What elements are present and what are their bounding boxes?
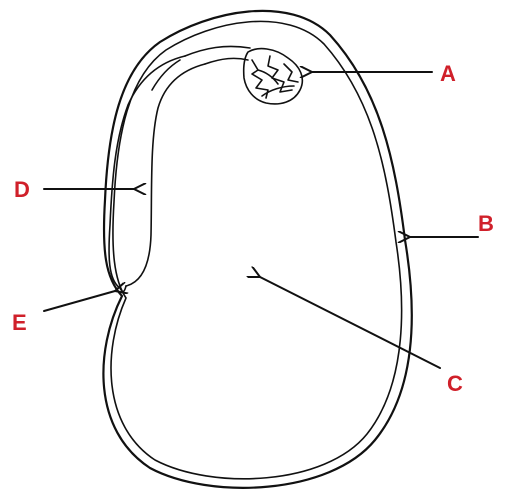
embryo-stalk-lower [205, 58, 248, 64]
radicle-inner-edge [126, 64, 205, 286]
embryo-stalk [185, 46, 250, 56]
label-e: E [12, 310, 27, 335]
seed-coat-inner [111, 21, 402, 478]
arrow-c [260, 277, 440, 368]
label-c: C [447, 371, 463, 396]
radicle [109, 56, 185, 288]
arrow-e [44, 291, 115, 311]
label-b: B [478, 211, 494, 236]
embryo-stalk-mid [152, 60, 180, 90]
plumule [244, 49, 303, 104]
label-a: A [440, 61, 456, 86]
label-d: D [14, 177, 30, 202]
